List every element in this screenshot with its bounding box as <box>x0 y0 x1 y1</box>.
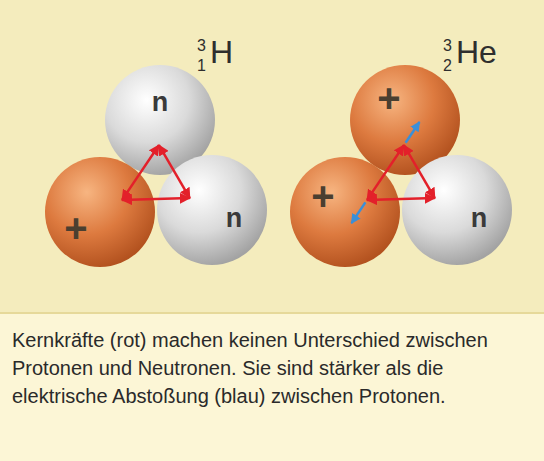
nuclear-force-arrow <box>367 145 404 200</box>
figure-caption: Kernkräfte (rot) machen keinen Unterschi… <box>12 326 532 410</box>
neutron-symbol: n <box>152 89 169 116</box>
charge-symbol: + <box>64 208 87 248</box>
nuclide-number: 3 <box>443 38 452 54</box>
element-symbol: H <box>210 36 233 68</box>
neutron-symbol: n <box>471 205 488 232</box>
nuclear-force-arrow <box>122 198 190 200</box>
nuclear-force-arrow <box>404 145 435 198</box>
repulsion-arrow <box>406 122 420 143</box>
nuclide-number: 2 <box>443 58 452 74</box>
nuclear-force-arrow <box>367 198 435 200</box>
nuclear-force-arrow <box>159 145 190 198</box>
repulsion-arrow <box>352 202 366 223</box>
nuclide-number: 1 <box>197 58 206 74</box>
charge-symbol: + <box>377 78 400 118</box>
element-symbol: He <box>456 36 497 68</box>
charge-symbol: + <box>311 176 334 216</box>
neutron-symbol: n <box>226 205 243 232</box>
nuclear-force-arrow <box>122 145 159 200</box>
nuclide-number: 3 <box>197 38 206 54</box>
